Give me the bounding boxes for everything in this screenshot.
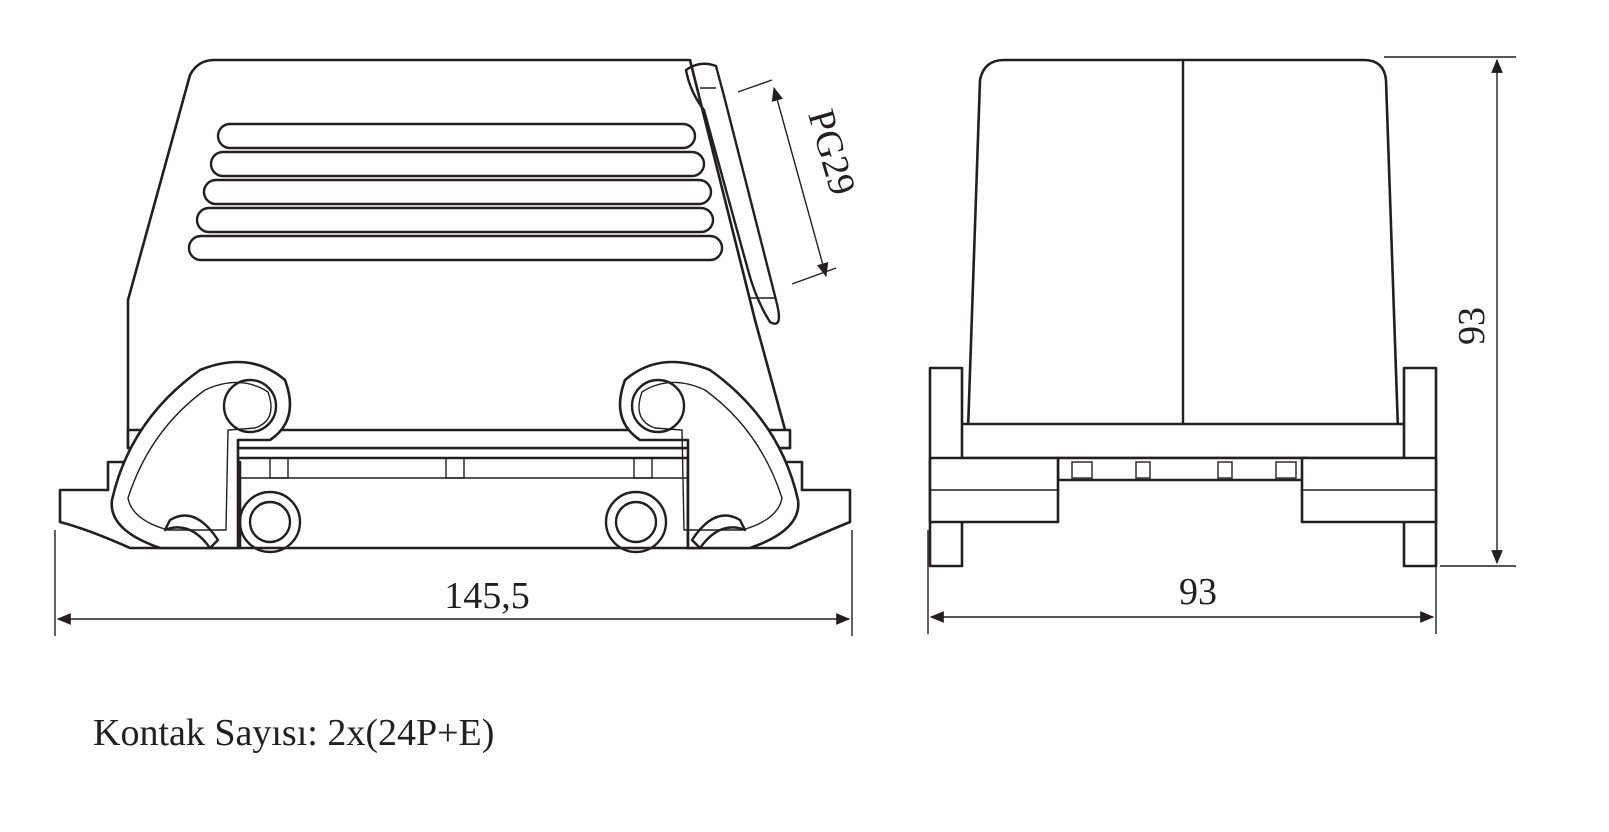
pg29-label: PG29 xyxy=(799,105,863,200)
front-width-label: 93 xyxy=(1179,571,1217,613)
cable-entry-lip xyxy=(684,62,781,325)
guide-pin-left xyxy=(238,490,302,554)
pg29-dimension: PG29 xyxy=(737,79,864,285)
locking-lever-left xyxy=(110,360,292,550)
locking-lever-right xyxy=(618,360,800,550)
guide-pin-right xyxy=(604,490,668,554)
front-width-dimension: 93 xyxy=(927,530,1437,634)
base-plate-side xyxy=(126,428,792,450)
base-plate-front xyxy=(958,422,1408,460)
pivot-hole-right xyxy=(630,378,686,434)
side-width-dimension: 145,5 xyxy=(54,530,853,636)
ventilation-ribs xyxy=(187,122,724,262)
contact-count-caption: Kontak Sayısı: 2x(24P+E) xyxy=(93,712,495,754)
height-dimension: 93 xyxy=(1384,56,1516,567)
height-label: 93 xyxy=(1451,307,1493,345)
side-view xyxy=(58,58,852,554)
pivot-hole-left xyxy=(222,378,278,434)
side-width-label: 145,5 xyxy=(444,575,530,617)
hood-side-body xyxy=(126,58,792,450)
front-view xyxy=(928,58,1438,568)
